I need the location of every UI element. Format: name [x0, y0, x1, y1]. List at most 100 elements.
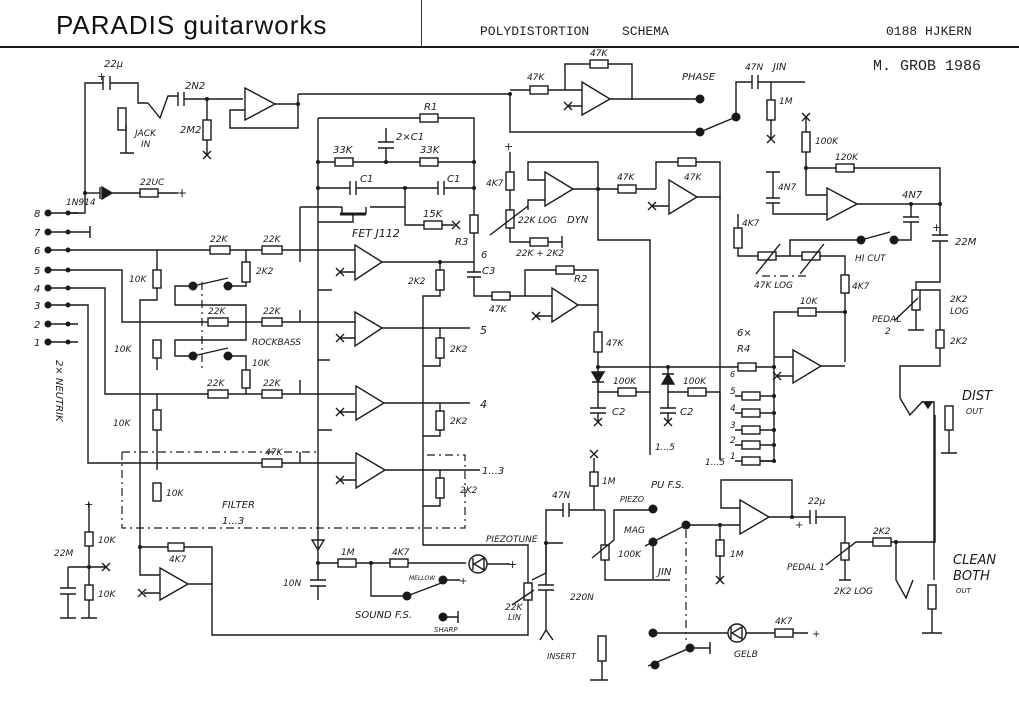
label-4k7: 4K7 [742, 219, 760, 229]
rockbass-switch-contact[interactable] [223, 281, 233, 291]
resistor-2k2-clean [872, 537, 892, 547]
potentiometer-100k[interactable] [600, 544, 610, 561]
opamp-input-buffer [244, 86, 277, 122]
label-jin: JIN [771, 62, 787, 73]
label-gelb: GELB [734, 650, 758, 660]
label-22k: 22K [208, 307, 226, 317]
resistor-47k-filter [261, 458, 283, 468]
label-22k: 22K [263, 307, 281, 317]
label-plus: + [795, 520, 803, 531]
capacitor-c2-a [590, 392, 606, 422]
label-hi-cut: HI CUT [855, 254, 887, 264]
resistor-r3 [469, 214, 479, 234]
c3-r2-stage: C3 47K R2 47K 100K 100K C2 C2 1...5 1...… [467, 262, 738, 468]
label-47k: 47K [527, 73, 545, 83]
opamp-summing [792, 348, 823, 385]
capacitor-22u-clean [809, 510, 817, 524]
resistor-10k-switch [241, 369, 251, 389]
resistor-120k [835, 163, 855, 173]
hicut-switch-contact[interactable] [889, 235, 899, 245]
diode-c2-a [590, 371, 606, 384]
resistor-100k-b [687, 387, 707, 397]
jack-in [117, 107, 127, 131]
label-2k2: 2K2 [950, 295, 968, 305]
label-10k: 10K [114, 345, 132, 355]
opamp-r2-stage [551, 286, 580, 324]
sound-switch-common[interactable] [402, 591, 412, 601]
label-2k2: 2K2 [450, 417, 468, 427]
label-r4: R4 [737, 344, 750, 355]
label-c3: C3 [482, 266, 495, 277]
capacitor-2xc1 [378, 128, 394, 162]
fet-filter: R1 2×C1 33K 33K C1 C1 15K FET J112 R3 6 [299, 102, 487, 262]
capacitor-10n [310, 550, 326, 600]
label-rockbass: ROCKBASS [252, 338, 301, 348]
label-filter-range: 1...3 [222, 516, 244, 527]
resistor-22k-2 [261, 245, 283, 255]
label-47k: 47K [265, 448, 283, 458]
label-22k-log: 22K LOG [518, 216, 557, 226]
label-dist: DIST [962, 389, 993, 404]
label-22k: 22K [263, 235, 281, 245]
label-mag: MAG [624, 526, 645, 536]
pin-label: 7 [34, 228, 41, 239]
label-range: 1...5 [655, 443, 675, 453]
label-10k: 10K [129, 275, 147, 285]
label-2k2: 2K2 [408, 277, 426, 287]
potentiometer-2k2-log-pedal1[interactable] [840, 542, 850, 561]
label-10k: 10K [252, 359, 270, 369]
label-plus: + [84, 498, 93, 511]
r4-input-label: 3 [730, 421, 736, 431]
label-plus: + [97, 70, 106, 83]
label-47n: 47N [552, 491, 570, 501]
label-fet: FET J112 [352, 227, 400, 240]
pu-switch-piezo[interactable] [648, 504, 658, 514]
label-piezo: PIEZO [620, 495, 644, 504]
label-33k-a: 33K [333, 145, 354, 156]
label-pu-fs: PU F.S. [651, 480, 685, 491]
resistor-4k7-gelb [774, 628, 794, 638]
opamp-clean-buffer [739, 498, 771, 536]
label-4n7: 4N7 [778, 183, 796, 193]
resistor-10k-l1 [152, 269, 162, 289]
resistor-47k-phase-a [529, 85, 549, 95]
label-node-13: 1...3 [482, 466, 504, 477]
label-node-6: 6 [481, 250, 487, 261]
label-node-5: 5 [480, 324, 487, 337]
resistor-4k7-dyn [505, 171, 515, 191]
opamp-bias [159, 566, 190, 602]
insert-jack [597, 635, 607, 662]
pin-label: 6 [34, 246, 40, 257]
label-2k2: 2K2 [950, 337, 968, 347]
label-47k: 47K [617, 173, 635, 183]
r4-input-label: 5 [730, 387, 736, 397]
label-22u: 22μ [104, 59, 123, 70]
label-1n914: 1N914 [66, 198, 96, 208]
resistor-r4 [741, 408, 761, 418]
resistor-22k-4 [261, 317, 283, 327]
diode-led-feed [310, 539, 326, 552]
document-type: SCHEMA [622, 24, 669, 39]
title-divider [421, 0, 422, 47]
phase-switch-contact[interactable] [695, 94, 705, 104]
label-1m: 1M [730, 550, 744, 560]
label-phase: PHASE [682, 72, 716, 83]
label-r3: R3 [455, 237, 468, 248]
label-15k: 15K [423, 209, 444, 220]
label-log: LOG [950, 307, 969, 317]
label-4n7: 4N7 [902, 190, 923, 201]
pin-label: 2 [34, 320, 40, 331]
resistor-22k-5 [207, 389, 229, 399]
label-10k: 10K [98, 536, 116, 546]
label-10k: 10K [113, 419, 131, 429]
label-47n: 47N [745, 63, 763, 73]
label-47k: 47K [489, 305, 507, 315]
label-2n2: 2N2 [185, 81, 205, 92]
bias-sound-stage: + 10K 10K 22M 4K7 10N 1M 4K7 + + MELLOW [54, 480, 563, 636]
label-pedal: PEDAL [872, 315, 901, 325]
pin-label: 3 [34, 301, 40, 312]
resistor-10k-l2 [152, 339, 162, 359]
document-code: 0188 HJKERN [886, 24, 972, 39]
resistor-15k [423, 220, 443, 230]
hicut-stage: 100K 120K 4N7 4N7 HI CUT 4K7 47K LOG 4K7… [730, 112, 993, 580]
